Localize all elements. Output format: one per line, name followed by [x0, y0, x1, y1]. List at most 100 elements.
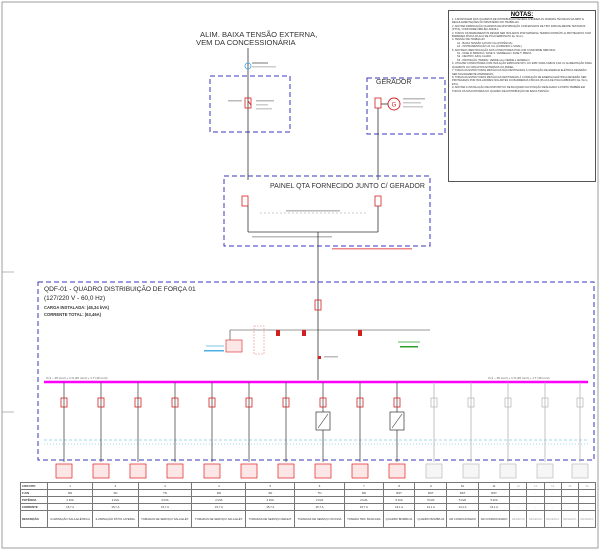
- table-header-cell: CIRCUITO: [20, 482, 48, 490]
- table-cell: RST: [382, 489, 416, 497]
- table-cell: -: [526, 489, 545, 497]
- table-cell: 15,7 A: [137, 503, 193, 511]
- note-line: 9. ADOTAR A INSTALAÇÃO DE DISPOSITIVO DE…: [452, 86, 585, 93]
- table-cell: 9: [414, 482, 448, 490]
- note-line: 4. TENSÃO DE TRABALHO:: [452, 38, 486, 42]
- table-cell: AR CONDICIONADO: [477, 510, 511, 528]
- table-cell: 15,7 A: [191, 503, 247, 511]
- table-cell: RESERVA: [509, 510, 528, 528]
- table-cell: 5: [245, 482, 296, 490]
- table-cell: -: [577, 489, 597, 497]
- table-cell: -: [560, 489, 579, 497]
- table-cell: 15,7 A: [294, 503, 345, 511]
- table-cell: TN: [294, 489, 345, 497]
- table-cell: 15,7 A: [92, 503, 139, 511]
- note-line: 5. ADOTADO IDENTIFICAÇÃO DOS CONDUTORES …: [452, 48, 556, 52]
- table-cell: RESERVA: [560, 510, 579, 528]
- table-cell: 13,1 A: [446, 503, 479, 511]
- table-cell: 2 kVA: [343, 496, 384, 504]
- table-cell: 15: [560, 482, 579, 490]
- note-line: 2. ADOTAR FABRICAÇÃO QUADROS DE DISTRIBU…: [452, 24, 586, 32]
- table-cell: -: [560, 503, 579, 511]
- table-cell: 15,7 A: [343, 503, 384, 511]
- table-cell: 2 kVA: [191, 496, 247, 504]
- table-cell: 2 kVA: [46, 496, 94, 504]
- table-cell: RST: [414, 489, 448, 497]
- main-breaker-icon: [244, 97, 252, 109]
- table-cell: 14: [543, 482, 562, 490]
- table-cell: 2 kVA: [245, 496, 296, 504]
- table-cell: RN: [191, 489, 247, 497]
- qdf-title: QDF-01 - QUADRO DISTRIBUIÇÃO DE FORÇA 01: [44, 286, 196, 293]
- table-cell: -: [526, 496, 545, 504]
- table-cell: 13,1 A: [477, 503, 511, 511]
- table-cell: 8: [382, 482, 416, 490]
- note-line: 8. TODAS AS ESTRUTURAS METÁLICAS DESTINA…: [452, 75, 588, 86]
- note-line: 1. A MONTAGEM DOS QUADROS DE DISTRIBUIÇÃ…: [452, 18, 584, 25]
- generator-title: GERADOR: [376, 79, 412, 86]
- busbar-label-left: 3 (1 ~ 25 mm²) + 1 N (25 mm²) + 1 T (16 …: [46, 376, 108, 380]
- note-line: A2 - INSTRUMENTAÇÃO 24 Vcc (COMANDO e SI…: [457, 45, 523, 49]
- table-header-cell: F-F/N: [20, 489, 48, 497]
- note-line: S3 - PROTEÇÃO (TERRA): VERDE e/ou VERDE …: [457, 58, 531, 62]
- table-cell: TOMADAS DE SERVIÇO SALA ELÉT.: [191, 510, 247, 528]
- table-header-cell: DESCRIÇÃO: [20, 510, 48, 528]
- table-cell: 2: [92, 482, 139, 490]
- table-cell: ILUMINAÇÃO SALA ELÉTRICA: [46, 510, 94, 528]
- table-cell: 12: [509, 482, 528, 490]
- meter-icon: [244, 62, 252, 70]
- note-line: 6. UTILIZAR CONDUTORES COM ISOLAÇÃO EPR/…: [452, 62, 592, 69]
- table-cell: RESERVA: [577, 510, 597, 528]
- table-cell: RESERVA: [543, 510, 562, 528]
- table-cell: 5 kVA: [446, 496, 479, 504]
- table-cell: TOMADAS DE SERVIÇO OFICINA: [294, 510, 345, 528]
- notes-box: NOTAS: 1. A MONTAGEM DOS QUADROS DE DIST…: [448, 10, 596, 182]
- table-cell: -: [543, 503, 562, 511]
- qta-panel-box: [223, 175, 431, 247]
- branch-circuits: [55, 382, 589, 479]
- qdf-current: CORRENTE TOTAL: (63,46A): [44, 312, 102, 317]
- table-cell: 15,7 A: [245, 503, 296, 511]
- table-cell: -: [560, 496, 579, 504]
- note-line: S2 - NEUTRO: AZUL CLARO.: [457, 55, 492, 59]
- table-cell: -: [526, 503, 545, 511]
- qdf-voltage: (127/220 V - 60,0 Hz): [44, 295, 106, 302]
- table-header-cell: POTÊNCIA: [20, 496, 48, 504]
- table-cell: 11: [477, 482, 511, 490]
- table-cell: 3: [137, 482, 193, 490]
- qdf-load: CARGA INSTALADA: (45,34 kVA): [44, 305, 110, 310]
- surge-protector-icon: [225, 339, 243, 353]
- note-line: S1 - FASE R: BRANCA / FASE S: VERMELHA /…: [457, 52, 532, 56]
- table-cell: TN: [137, 489, 193, 497]
- table-cell: -: [577, 503, 597, 511]
- table-cell: -: [543, 496, 562, 504]
- table-cell: -: [577, 496, 597, 504]
- table-cell: 4: [191, 482, 247, 490]
- table-cell: 7: [343, 482, 384, 490]
- utility-entrance-box: [209, 75, 291, 133]
- table-cell: AR CONDICIONADO: [446, 510, 479, 528]
- table-cell: 5 kVA: [477, 496, 511, 504]
- table-cell: ILUMINAÇÃO PÁTIO LATERAL: [92, 510, 139, 528]
- table-cell: TOMADA TRIF. BANCADA: [343, 510, 384, 528]
- qdf-box: [37, 281, 595, 461]
- table-cell: -: [543, 489, 562, 497]
- table-cell: 16: [577, 482, 597, 490]
- table-cell: 13,1 A: [414, 503, 448, 511]
- notes-title: NOTAS:: [510, 12, 534, 18]
- table-cell: QUADRO BOMBA 02: [414, 510, 448, 528]
- note-line: 7. TODAS AS ESTRUTURAS METÁLICAS NÃO DES…: [452, 69, 587, 76]
- table-cell: RESERVA: [526, 510, 545, 528]
- table-cell: TOMADAS DE SERVIÇO REFEIT.: [245, 510, 296, 528]
- table-cell: 5 kVA: [382, 496, 416, 504]
- table-cell: 13,1 A: [382, 503, 416, 511]
- table-cell: -: [509, 496, 528, 504]
